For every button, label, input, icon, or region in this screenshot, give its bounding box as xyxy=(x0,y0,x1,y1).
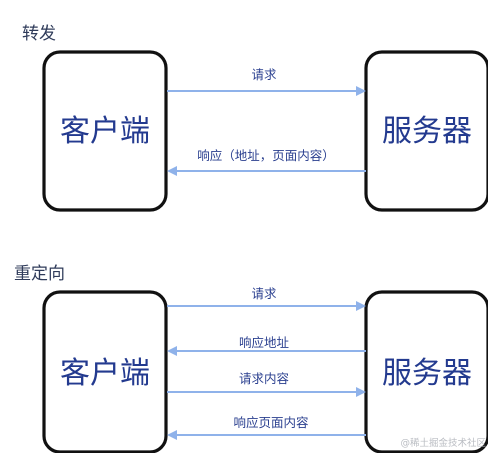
forward-arrow-request-label: 请求 xyxy=(251,67,277,82)
forward-server-box xyxy=(364,50,488,212)
redirect-arrow-response-address xyxy=(167,346,366,356)
redirect-arrow-response-address-label: 响应地址 xyxy=(239,335,290,350)
redirect-arrow-request-label: 请求 xyxy=(251,286,277,301)
forward-title: 转发 xyxy=(22,24,56,44)
redirect-arrow-response-content xyxy=(167,430,366,440)
redirect-server-box xyxy=(364,290,488,453)
redirect-client-box xyxy=(42,290,168,453)
forward-arrow-response-label: 响应（地址，页面内容） xyxy=(197,148,335,163)
redirect-title: 重定向 xyxy=(14,264,65,284)
watermark: @稀土掘金技术社区 xyxy=(400,437,486,449)
forward-client-label: 客户端 xyxy=(60,114,150,149)
forward-arrow-request xyxy=(167,86,366,96)
forward-client-box xyxy=(42,50,168,212)
forward-server-label: 服务器 xyxy=(382,114,472,149)
redirect-arrow-response-content-label: 响应页面内容 xyxy=(233,415,308,430)
redirect-arrow-request-content xyxy=(167,387,366,397)
redirect-arrow-request xyxy=(167,301,366,311)
redirect-client-label: 客户端 xyxy=(60,356,150,391)
forward-arrow-response xyxy=(167,166,366,176)
redirect-arrow-request-content-label: 请求内容 xyxy=(239,371,289,386)
redirect-server-label: 服务器 xyxy=(382,356,472,391)
